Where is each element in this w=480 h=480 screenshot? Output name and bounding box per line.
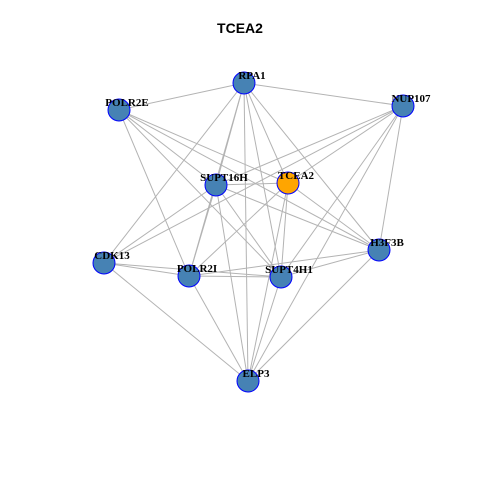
edge-rpa1-h3f3b [243, 82, 380, 251]
edge-nup107-supt4h1 [280, 105, 404, 278]
edge-nup107-supt16h [215, 105, 404, 186]
node-cdk13 [92, 251, 116, 275]
edge-rpa1-elp3 [243, 82, 249, 382]
edge-rpa1-cdk13 [103, 82, 245, 264]
edge-nup107-h3f3b [378, 105, 404, 251]
node-rpa1 [232, 71, 256, 95]
edge-supt16h-h3f3b [215, 184, 380, 251]
edge-h3f3b-elp3 [247, 249, 380, 382]
edge-cdk13-elp3 [103, 262, 249, 382]
edge-nup107-tcea2 [287, 105, 404, 184]
node-label-supt4h1: SUPT4H1 [265, 264, 313, 276]
node-label-h3f3b: H3F3B [370, 237, 404, 249]
node-label-tcea2: TCEA2 [278, 170, 315, 182]
edge-supt16h-polr2i [188, 184, 217, 277]
node-tcea2 [276, 171, 300, 195]
edge-polr2e-supt16h [118, 109, 217, 186]
edge-polr2i-supt4h1 [188, 275, 282, 278]
node-label-nup107: NUP107 [391, 93, 431, 105]
node-label-cdk13: CDK13 [94, 250, 130, 262]
edge-tcea2-supt4h1 [280, 182, 289, 278]
node-label-supt16h: SUPT16H [200, 172, 248, 184]
node-label-polr2i: POLR2I [177, 263, 217, 275]
edge-supt16h-tcea2 [215, 182, 289, 186]
edge-tcea2-h3f3b [287, 182, 380, 251]
edge-h3f3b-polr2i [188, 249, 380, 277]
node-polr2e [107, 98, 131, 122]
edge-nup107-cdk13 [103, 105, 404, 264]
edge-rpa1-polr2e [118, 82, 245, 111]
edge-polr2e-tcea2 [118, 109, 289, 184]
node-supt4h1 [269, 265, 293, 289]
edge-supt4h1-elp3 [247, 276, 282, 382]
node-elp3 [236, 369, 260, 393]
edge-supt16h-cdk13 [103, 184, 217, 264]
node-label-elp3: ELP3 [243, 368, 270, 380]
node-supt16h [204, 173, 228, 197]
edge-supt16h-elp3 [215, 184, 249, 382]
edge-tcea2-polr2i [188, 182, 289, 277]
node-polr2i [177, 264, 201, 288]
edge-h3f3b-supt4h1 [280, 249, 380, 278]
edge-polr2e-polr2i [118, 109, 190, 277]
node-label-rpa1: RPA1 [238, 70, 265, 82]
edge-polr2e-h3f3b [118, 109, 380, 251]
node-h3f3b [367, 238, 391, 262]
edge-cdk13-polr2i [103, 262, 190, 277]
edge-layer [103, 82, 404, 382]
node-nup107 [391, 94, 415, 118]
edge-rpa1-nup107 [243, 82, 404, 107]
edge-polr2i-elp3 [188, 275, 249, 382]
edge-supt16h-supt4h1 [215, 184, 282, 278]
edge-tcea2-elp3 [247, 182, 289, 382]
edge-rpa1-tcea2 [243, 82, 289, 184]
plot-title: TCEA2 [217, 20, 263, 36]
edge-polr2e-supt4h1 [118, 109, 282, 278]
edge-nup107-elp3 [247, 105, 404, 382]
node-label-polr2e: POLR2E [105, 97, 148, 109]
